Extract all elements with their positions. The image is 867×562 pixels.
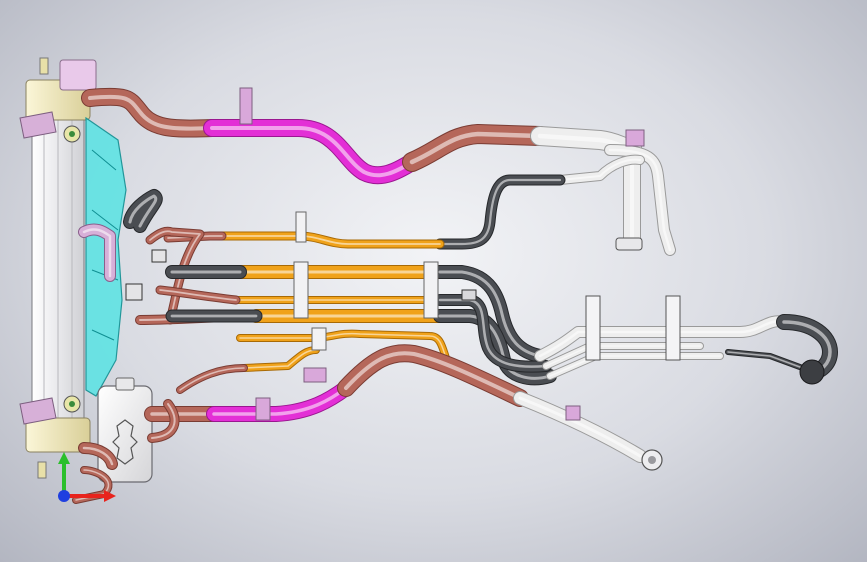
fan-shroud-rib (91, 149, 119, 341)
fan-feed-lilac[interactable] (78, 223, 116, 282)
fan-feed-lilac-tube-hi (82, 228, 112, 278)
copper-line-e-tube-core (177, 365, 247, 393)
return-line-dark-top-tube-hi (438, 178, 562, 246)
hanger-bracket[interactable] (303, 367, 327, 383)
radiator-drain-tab (37, 461, 47, 479)
copper-line-c[interactable] (155, 285, 241, 305)
radiator-outlet-copper-tube-hi (82, 446, 114, 466)
hanger-bracket[interactable] (239, 87, 253, 125)
radiator-outlet-copper[interactable] (78, 442, 118, 470)
hose-end-cap[interactable] (799, 359, 825, 385)
hanger-bracket[interactable] (293, 261, 309, 319)
upper-hose-white-branch-tube-hi (559, 158, 641, 181)
orange-line-6[interactable] (240, 346, 320, 372)
white-line-low[interactable] (546, 352, 724, 380)
reservoir-neck (115, 377, 135, 391)
hanger-bracket[interactable] (311, 327, 327, 351)
reservoir-cap-icon (112, 419, 138, 465)
hanger-bracket[interactable] (423, 261, 439, 319)
orange-line-1[interactable] (217, 231, 445, 249)
white-line-upper-tube-hi (538, 320, 786, 358)
mount-bolt-center (69, 131, 75, 137)
hanger-bracket[interactable] (625, 129, 645, 147)
lower-hose-magenta[interactable] (206, 380, 354, 422)
copper-line-c-tube-hi (159, 289, 237, 301)
white-line-upper[interactable] (534, 315, 790, 362)
hanger-bracket[interactable] (665, 295, 681, 361)
return-line-dark-top-tube-core (435, 175, 565, 249)
radiator-top-bracket (59, 59, 97, 91)
dark-hose-thin-right-tube-core (726, 350, 810, 372)
mount-bolt-center (69, 401, 75, 407)
upper-hose-copper-b-tube-hi (409, 131, 543, 165)
upper-hose-white-side[interactable] (604, 144, 676, 256)
hanger-bracket[interactable] (565, 405, 581, 421)
lower-hose-copper-b-tube-hi (344, 351, 522, 400)
upper-hose-magenta-a-tube-core (204, 120, 420, 184)
coolant-reservoir[interactable] (97, 377, 153, 483)
upper-hose-magenta-a-tube-hi (210, 126, 414, 178)
dark-hose-4-tube-hi (438, 298, 548, 368)
lower-hose-white-tube-hi (518, 396, 642, 458)
copper-line-b[interactable] (145, 226, 205, 325)
dark-hose-5-tube-hi (128, 194, 158, 228)
white-line-low-tube-core (547, 353, 723, 379)
copper-line-a-tube-hi (167, 235, 223, 239)
upper-hose-magenta-a[interactable] (203, 119, 421, 185)
copper-line-b-tube-hi (149, 230, 201, 321)
radiator-mount-bracket (19, 111, 57, 139)
reservoir-feed-copper[interactable] (147, 399, 180, 443)
dark-hose-thin-right[interactable] (725, 349, 811, 373)
triad-y-arrowhead (58, 452, 70, 464)
upper-hose-copper-a-tube-hi (88, 94, 214, 131)
bracket-group[interactable] (125, 87, 825, 471)
clip[interactable] (461, 289, 477, 301)
return-line-dark-top[interactable] (434, 174, 566, 250)
dark-hose-2-tube-hi (438, 270, 542, 358)
dark-hose-5[interactable] (123, 189, 163, 233)
reservoir-feed-copper-tube-hi (151, 403, 176, 439)
clip[interactable] (125, 283, 143, 301)
clip[interactable] (151, 249, 167, 263)
radiator-top-tab (39, 57, 49, 75)
lower-hose-copper-b[interactable] (337, 344, 529, 407)
dark-hose-4[interactable] (434, 294, 552, 373)
flange[interactable] (615, 237, 643, 251)
copper-line-a[interactable] (163, 231, 227, 243)
flange-hole (648, 456, 656, 464)
copper-line-e-tube-hi (179, 367, 245, 391)
upper-hose-copper-a[interactable] (81, 87, 221, 138)
dark-hose-2[interactable] (433, 265, 547, 363)
hose-network[interactable] (72, 87, 838, 504)
hanger-bracket[interactable] (255, 397, 271, 421)
upper-hose-white-branch[interactable] (555, 154, 645, 185)
hanger-bracket[interactable] (295, 211, 307, 243)
triad-x-arrowhead (104, 490, 116, 502)
radiator-mount-bracket (19, 397, 57, 425)
reservoir-body (97, 385, 153, 483)
copper-line-e[interactable] (176, 364, 248, 394)
upper-hose-copper-b[interactable] (402, 124, 550, 172)
upper-hose-white-side-tube-hi (608, 148, 672, 252)
hanger-bracket[interactable] (585, 295, 601, 361)
triad-z-axis (58, 490, 70, 502)
lower-hose-white[interactable] (513, 391, 647, 463)
upper-hose-copper-b-tube-core (403, 125, 549, 171)
radiator-bottom-tank (25, 417, 91, 453)
dark-hose-thin-right-tube-hi (727, 351, 809, 371)
coordinate-triad (58, 452, 116, 502)
radiator-assembly[interactable] (19, 57, 97, 479)
